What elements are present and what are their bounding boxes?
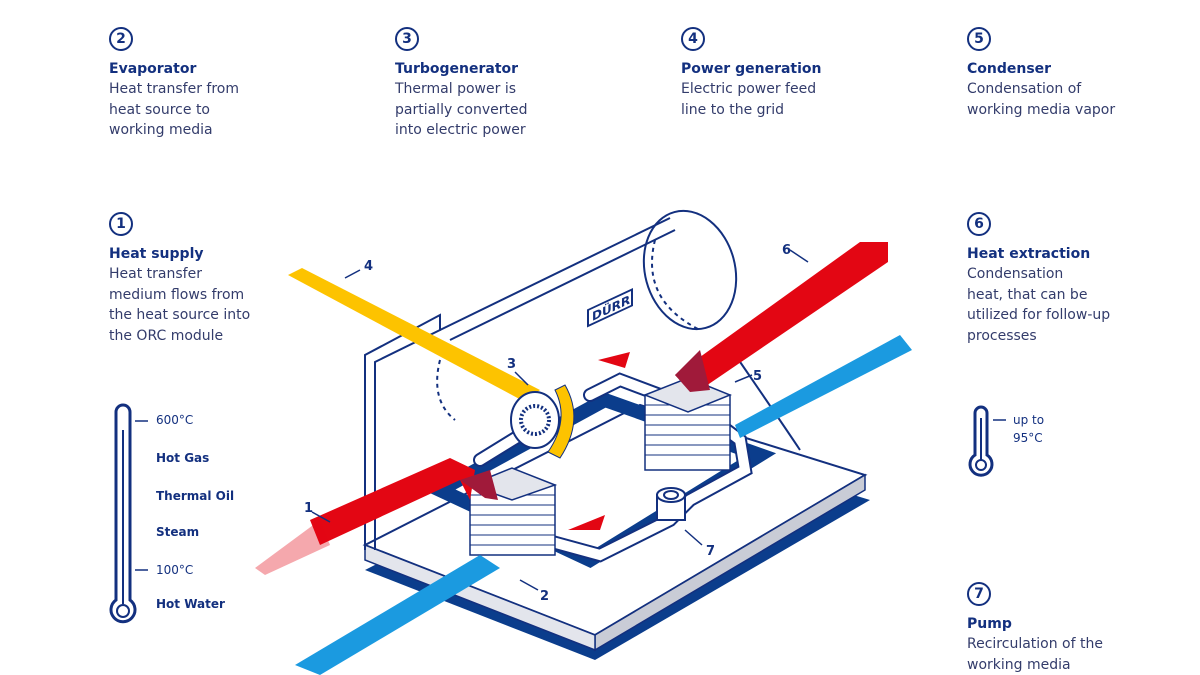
step-pump: 7 Pump Recirculation of the working medi…	[967, 582, 1157, 675]
media-thermal-oil: Thermal Oil	[156, 489, 235, 503]
cooling-blue	[735, 335, 912, 438]
callout-3: 3	[507, 357, 516, 372]
temp-95: 95°C	[1013, 431, 1043, 445]
callout-5: 5	[753, 369, 762, 384]
temp-up-to: up to	[1013, 413, 1045, 427]
step-desc: Heat transfer from heat source to workin…	[109, 81, 239, 138]
step-power-generation: 4 Power generation Electric power feed l…	[681, 27, 871, 120]
step-desc: Heat transfer medium flows from the heat…	[109, 266, 251, 344]
step-desc: Electric power feed line to the grid	[681, 81, 817, 118]
durr-logo: DÜRR	[587, 288, 633, 328]
callout-4: 4	[364, 259, 373, 274]
thermometer-icon	[109, 403, 148, 624]
step-desc: Condensation of working media vapor	[967, 81, 1116, 118]
condenser	[642, 377, 732, 471]
turbogenerator	[510, 391, 560, 449]
temp-100: 100°C	[156, 563, 194, 577]
media-hot-gas: Hot Gas	[156, 451, 210, 465]
step-condenser: 5 Condenser Condensation of working medi…	[967, 27, 1157, 120]
step-title: Power generation	[681, 61, 822, 77]
media-steam: Steam	[156, 525, 200, 539]
step-desc: Recirculation of the working media	[967, 636, 1103, 673]
step-title: Heat supply	[109, 246, 204, 262]
callout-7: 7	[706, 544, 715, 559]
thermometer-icon	[968, 405, 1006, 477]
flow-arrow-red	[598, 352, 630, 368]
step-title: Evaporator	[109, 61, 197, 77]
media-hot-water: Hot Water	[156, 597, 225, 611]
callout-1: 1	[304, 501, 313, 516]
step-heat-supply: 1 Heat supply Heat transfer medium flows…	[109, 212, 299, 346]
callout-6: 6	[782, 243, 791, 258]
step-evaporator: 2 Evaporator Heat transfer from heat sou…	[109, 27, 299, 141]
heat-supply-fade	[255, 520, 330, 575]
step-number: 7	[967, 582, 991, 606]
step-desc: Condensation heat, that can be utilized …	[967, 266, 1111, 344]
step-number: 6	[967, 212, 991, 236]
step-number: 2	[109, 27, 133, 51]
step-number: 5	[967, 27, 991, 51]
heat-supply-red	[310, 458, 475, 545]
step-title: Turbogenerator	[395, 61, 519, 77]
callout-2: 2	[540, 589, 549, 604]
step-heat-extraction: 6 Heat extraction Condensation heat, tha…	[967, 212, 1157, 346]
step-number: 1	[109, 212, 133, 236]
step-number: 3	[395, 27, 419, 51]
step-number: 4	[681, 27, 705, 51]
step-title: Heat extraction	[967, 246, 1091, 262]
step-turbogenerator: 3 Turbogenerator Thermal power is partia…	[395, 27, 585, 141]
power-line-yellow	[288, 268, 540, 402]
turbine-ring	[547, 384, 575, 459]
step-title: Pump	[967, 616, 1012, 632]
return-blue	[295, 555, 500, 675]
step-desc: Thermal power is partially converted int…	[395, 81, 528, 138]
temp-600: 600°C	[156, 413, 194, 427]
pump	[656, 487, 686, 521]
flow-arrow-red	[568, 515, 605, 530]
heat-extraction-red	[675, 242, 888, 390]
svg-text:DÜRR: DÜRR	[592, 292, 630, 324]
step-title: Condenser	[967, 61, 1052, 77]
